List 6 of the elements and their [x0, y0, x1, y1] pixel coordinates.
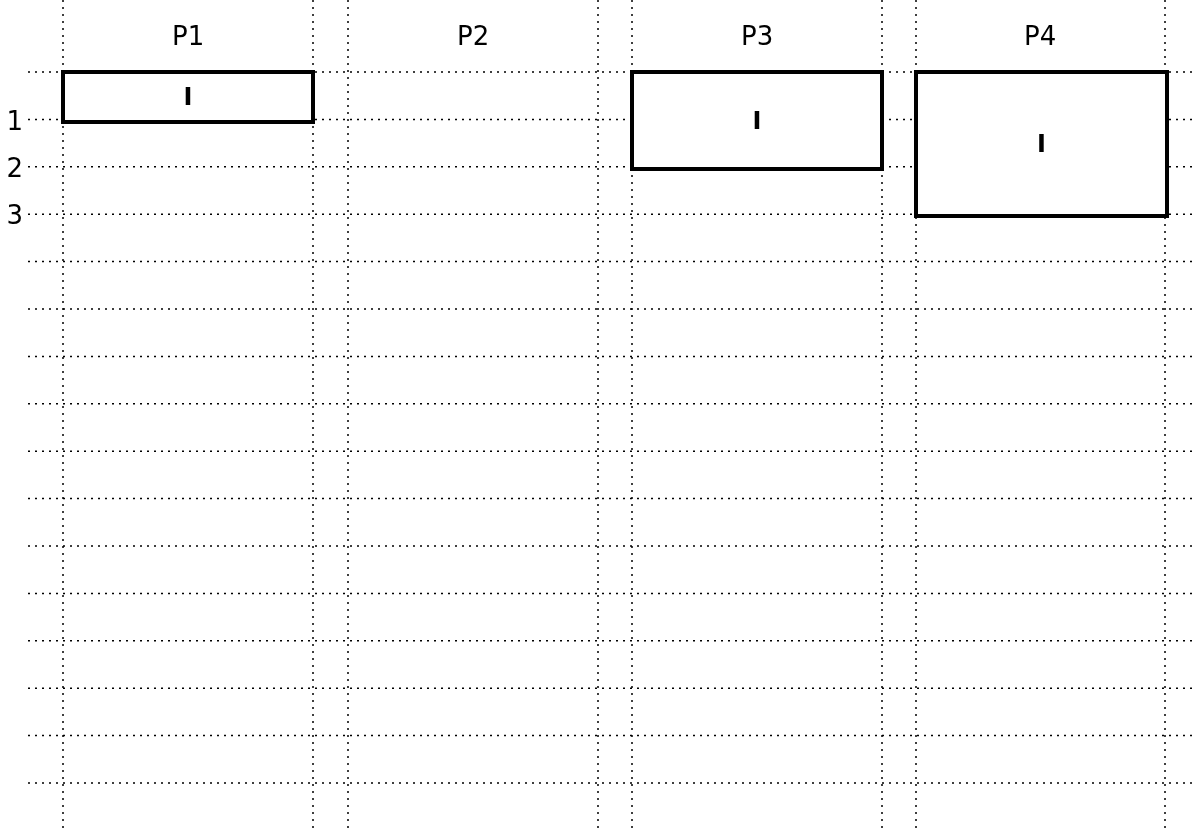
- process-box: [630, 70, 884, 171]
- process-box: [914, 70, 1169, 218]
- box-label: I: [752, 108, 762, 133]
- box-label: I: [1037, 132, 1046, 156]
- process-box: [61, 70, 315, 124]
- box-label: I: [183, 85, 193, 109]
